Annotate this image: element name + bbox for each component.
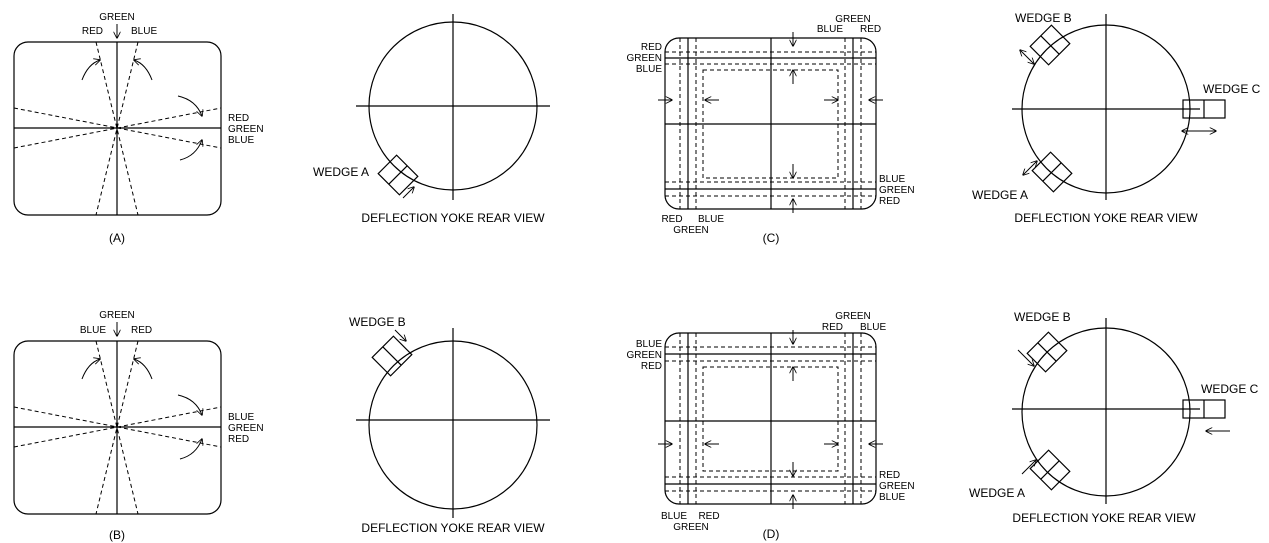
wedge-b-shape (371, 335, 413, 377)
blue-label: BLUE (860, 322, 886, 333)
rotate-arrow-icon (177, 95, 202, 116)
wedge-a-label: WEDGE A (972, 188, 1028, 202)
yoke-caption: DEFLECTION YOKE REAR VIEW (361, 521, 545, 535)
green-label: GREEN (228, 124, 264, 135)
wedge-c-shape (1182, 399, 1226, 419)
blue-label: BLUE (228, 412, 254, 423)
wedge-b-label: WEDGE B (1014, 310, 1071, 324)
wedge-a-shape (1031, 151, 1073, 193)
green-label: GREEN (99, 12, 135, 23)
red-horizontal-dashed-b (13, 406, 222, 448)
panel-label-a: (A) (109, 231, 125, 245)
yoke-view-2: WEDGE B WEDGE C WEDGE A DEFLECTION YOKE … (972, 11, 1261, 225)
green-label: GREEN (835, 14, 871, 25)
panel-b-screen: GREEN BLUE RED BLUE GREEN RED (B) (13, 310, 264, 542)
wedge-c-label: WEDGE C (1201, 382, 1259, 396)
red-label: RED (641, 42, 662, 53)
wedge-b-shape (1029, 24, 1071, 66)
wedge-a-label: WEDGE A (969, 486, 1025, 500)
red-label: RED (131, 325, 152, 336)
red-label: RED (82, 26, 103, 37)
red-label: RED (228, 113, 249, 124)
double-arrow-icon (1020, 50, 1034, 64)
blue-label: BLUE (636, 339, 662, 350)
blue-label: BLUE (817, 24, 843, 35)
rotate-arrow-icon (81, 60, 100, 81)
wedge-b-label: WEDGE B (349, 315, 406, 329)
red-label: RED (860, 24, 881, 35)
yoke-view-4: WEDGE B WEDGE C WEDGE A DEFLECTION YOKE … (969, 310, 1259, 525)
panel-a-screen: GREEN RED BLUE RED GREEN BLUE (A) (13, 12, 264, 245)
wedge-c-label: WEDGE C (1203, 82, 1261, 96)
rotate-arrow-icon (177, 394, 202, 415)
inner-dashed-box-c (702, 69, 839, 179)
panel-label-d: (D) (763, 527, 780, 541)
double-arrow-icon (1023, 161, 1037, 175)
yoke-caption: DEFLECTION YOKE REAR VIEW (361, 211, 545, 225)
red-vertical-dashed-b (95, 340, 139, 515)
yoke-caption: DEFLECTION YOKE REAR VIEW (1012, 511, 1196, 525)
yoke-view-1: WEDGE A DEFLECTION YOKE REAR VIEW (313, 14, 550, 225)
rotate-arrow-icon (81, 359, 100, 380)
red-label: RED (879, 470, 900, 481)
green-label: GREEN (835, 311, 871, 322)
wedge-b-label: WEDGE B (1015, 11, 1072, 25)
push-arrow-icon (394, 329, 406, 341)
green-label: GREEN (99, 310, 135, 321)
blue-label: BLUE (698, 214, 724, 225)
red-label: RED (698, 511, 719, 522)
wedge-a-label: WEDGE A (313, 165, 369, 179)
green-label: GREEN (879, 185, 915, 196)
red-label: RED (879, 196, 900, 207)
panel-label-c: (C) (763, 231, 780, 245)
panel-d-screen: GREEN RED BLUE BLUE GREEN RED RED GREEN … (626, 311, 914, 541)
blue-label: BLUE (80, 325, 106, 336)
push-arrow-icon (1017, 349, 1034, 366)
push-arrow-icon (402, 187, 414, 199)
wedge-a-shape (377, 154, 419, 196)
rotate-arrow-icon (179, 140, 202, 161)
blue-horizontal-dashed-a (13, 107, 222, 149)
green-label: GREEN (879, 481, 915, 492)
green-label: GREEN (228, 423, 264, 434)
yoke-view-3: WEDGE B DEFLECTION YOKE REAR VIEW (349, 315, 550, 535)
green-label: GREEN (626, 350, 662, 361)
blue-label: BLUE (636, 64, 662, 75)
wedge-a-shape (1029, 449, 1071, 491)
push-arrow-icon (1021, 460, 1036, 475)
panel-c-screen: GREEN BLUE RED RED GREEN BLUE BLUE GREEN… (626, 14, 914, 245)
wedge-c-shape (1182, 99, 1226, 119)
red-label: RED (228, 434, 249, 445)
yoke-caption: DEFLECTION YOKE REAR VIEW (1014, 211, 1198, 225)
red-label: RED (822, 322, 843, 333)
blue-label: BLUE (131, 26, 157, 37)
green-label: GREEN (626, 53, 662, 64)
rotate-arrow-icon (179, 439, 202, 460)
red-label: RED (641, 361, 662, 372)
wedge-b-shape (1026, 331, 1068, 373)
blue-vertical-dashed-a (95, 41, 139, 216)
green-label: GREEN (673, 225, 709, 236)
green-label: GREEN (673, 522, 709, 533)
panel-label-b: (B) (109, 528, 125, 542)
rotate-arrow-icon (134, 359, 153, 380)
blue-label: BLUE (879, 174, 905, 185)
red-vertical-dashed-a (95, 41, 139, 216)
blue-label: BLUE (661, 511, 687, 522)
red-label: RED (661, 214, 682, 225)
blue-label: BLUE (228, 135, 254, 146)
blue-vertical-dashed-b (95, 340, 139, 515)
blue-label: BLUE (879, 492, 905, 503)
rotate-arrow-icon (134, 60, 153, 81)
